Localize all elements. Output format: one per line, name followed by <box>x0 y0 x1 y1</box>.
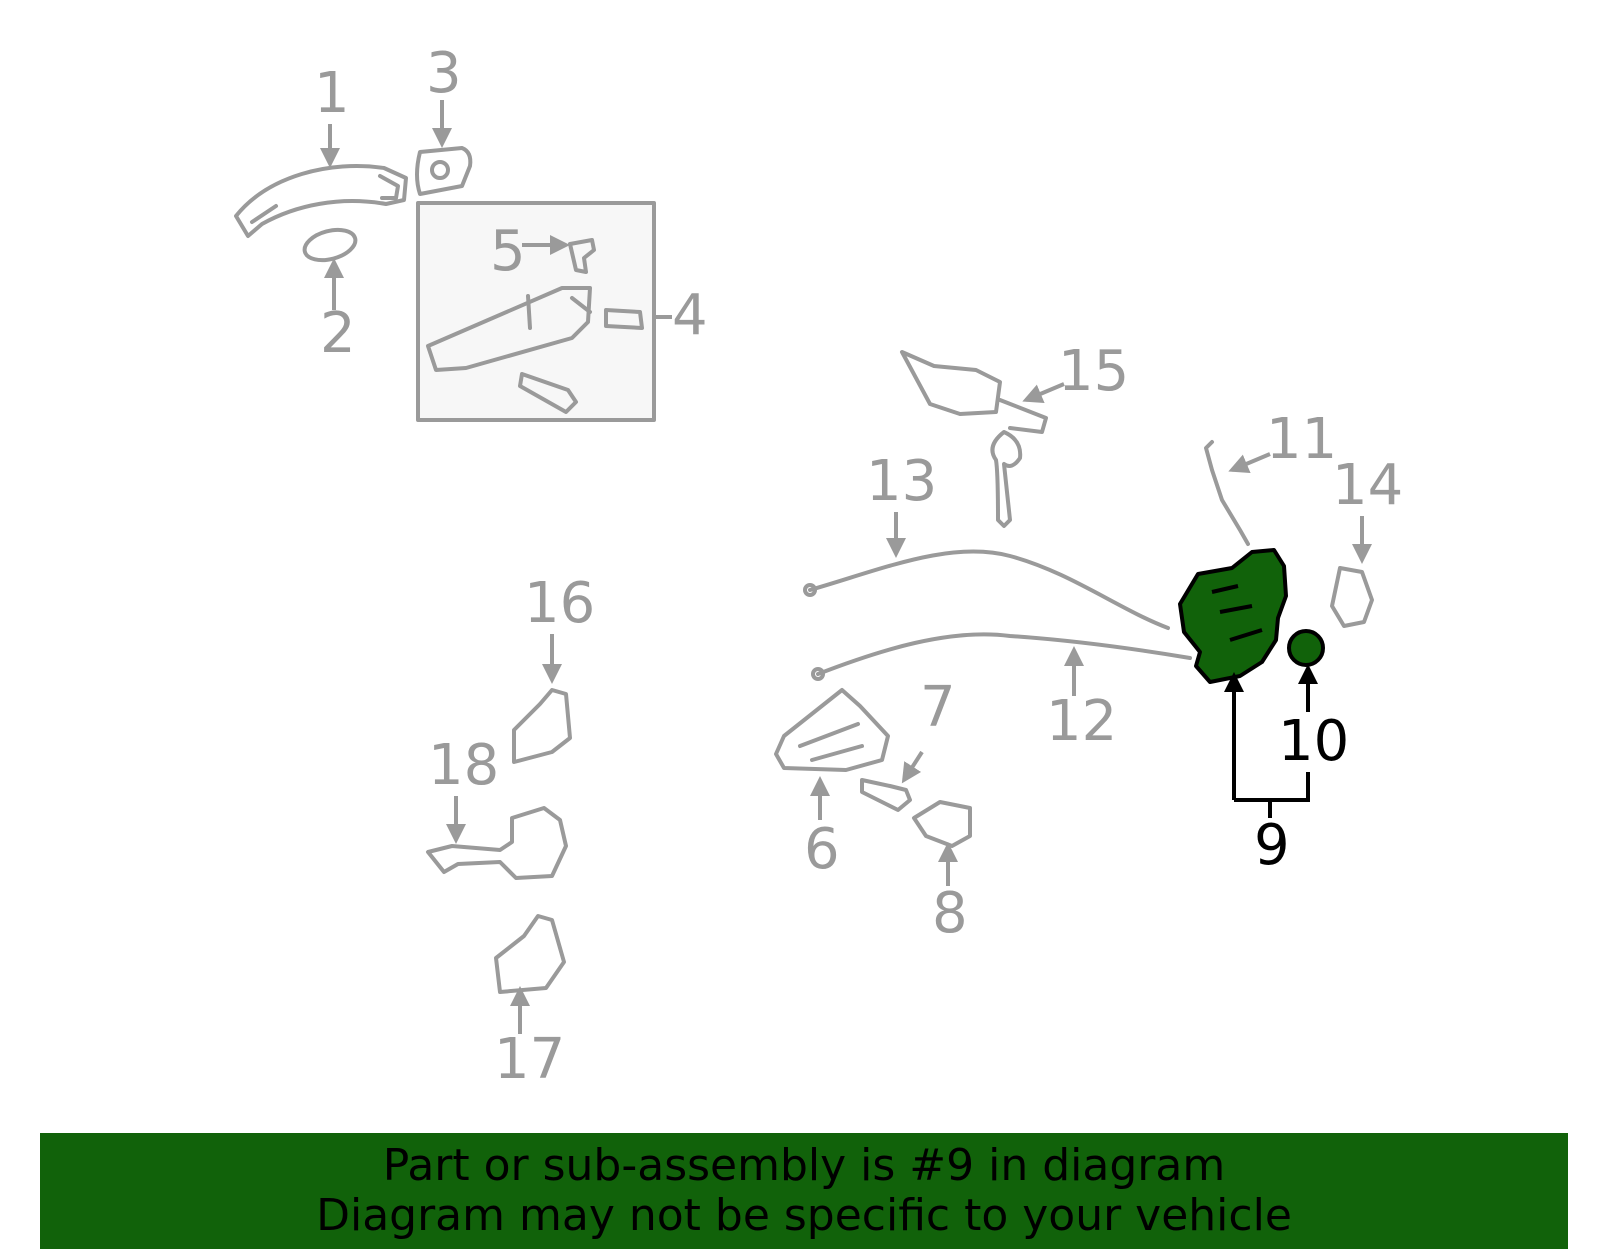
banner-line-disclaimer: Diagram may not be specific to your vehi… <box>316 1190 1292 1241</box>
part-17-hinge <box>494 914 566 994</box>
callout-18: 18 <box>428 733 500 798</box>
callout-12: 12 <box>1046 689 1118 754</box>
part-14-bracket <box>1330 566 1374 628</box>
info-banner: Part or sub-assembly is #9 in diagram Di… <box>40 1133 1568 1249</box>
banner-line-part: Part or sub-assembly is #9 in diagram <box>382 1140 1226 1191</box>
part-4-frame <box>426 238 644 414</box>
part-2-pad <box>302 227 358 263</box>
callout-16: 16 <box>524 571 596 636</box>
callout-17: 17 <box>494 1027 566 1092</box>
part-15-lock-cylinder <box>900 350 1048 528</box>
callout-6: 6 <box>804 817 840 882</box>
part-8-clip <box>912 800 972 848</box>
part-3-cap <box>415 146 473 196</box>
callout-14: 14 <box>1332 453 1404 518</box>
callout-2: 2 <box>320 301 356 366</box>
callout-5: 5 <box>490 219 526 284</box>
callout-15: 15 <box>1058 339 1130 404</box>
callout-3: 3 <box>426 41 462 106</box>
part-13-cable <box>808 549 1170 630</box>
part-11-rod <box>1204 440 1250 546</box>
part-16-hinge <box>512 688 572 764</box>
callout-10: 10 <box>1278 709 1350 774</box>
callout-13: 13 <box>866 449 938 514</box>
callout-1: 1 <box>314 61 350 126</box>
part-12-cable <box>816 632 1192 676</box>
callout-11: 11 <box>1266 407 1338 472</box>
callout-9: 9 <box>1254 813 1290 878</box>
part-9-door-lock-actuator <box>1178 548 1288 684</box>
part-7-bolt <box>860 778 912 812</box>
part-18-check-link <box>426 806 568 880</box>
part-1-outer-handle <box>234 164 408 238</box>
part-10-grommet <box>1287 629 1325 667</box>
callout-7: 7 <box>920 675 956 740</box>
parts-diagram <box>234 100 1374 1034</box>
part-6-latch-cover <box>774 688 890 772</box>
callout-8: 8 <box>932 881 968 946</box>
callout-4: 4 <box>672 283 708 348</box>
